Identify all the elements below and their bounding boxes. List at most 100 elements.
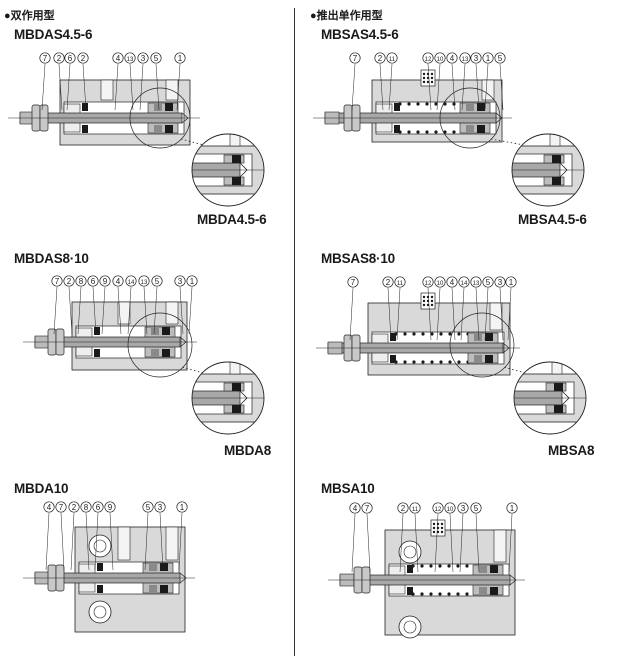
piston-seal <box>477 125 485 133</box>
detail-port <box>549 134 561 147</box>
callout-circle <box>506 502 518 514</box>
callout-number: 4 <box>353 504 358 513</box>
callout-circle <box>112 275 124 287</box>
detail-seal <box>552 177 561 185</box>
callout-number: 9 <box>103 277 108 286</box>
spring-coil <box>430 360 434 364</box>
callout-circle <box>361 502 373 514</box>
callout-leader <box>507 287 512 341</box>
spring-coil <box>429 564 433 568</box>
callout-number: 10 <box>437 57 444 63</box>
magnet <box>151 328 159 335</box>
rod-seal <box>394 103 400 111</box>
spring-coil <box>421 360 425 364</box>
callout-leader <box>351 63 356 111</box>
callout-number: 7 <box>353 54 358 63</box>
callout-number: 13 <box>462 57 469 63</box>
callout-number: 7 <box>55 277 60 286</box>
filter-mesh <box>422 295 426 299</box>
callout-leader <box>351 513 356 573</box>
rod-seal <box>390 333 396 341</box>
spring-coil <box>416 102 420 106</box>
piston-seal <box>490 565 498 573</box>
port <box>165 79 179 101</box>
callout-number: 3 <box>141 54 146 63</box>
piston-seal <box>160 563 168 571</box>
callout-leader <box>53 286 58 335</box>
piston-seal <box>490 587 498 595</box>
magnet <box>154 104 162 111</box>
filter-mesh <box>422 80 426 84</box>
filter-mesh <box>430 295 434 299</box>
zoom-circle <box>449 312 515 378</box>
zoom-circle <box>127 312 193 378</box>
callout-circle <box>39 52 51 64</box>
spring-coil <box>447 592 451 596</box>
detail-circle <box>191 133 265 207</box>
spring-coil <box>447 564 451 568</box>
spring-coil <box>457 332 461 336</box>
callout-leader <box>499 63 504 111</box>
callout-circle <box>176 501 188 513</box>
rod-seal <box>407 565 413 573</box>
callout-leader <box>129 63 134 111</box>
callout-leader <box>460 287 465 341</box>
callout-circle <box>374 52 386 64</box>
callout-number: 5 <box>486 278 491 287</box>
callout-number: 3 <box>178 277 183 286</box>
magnet <box>479 566 487 573</box>
callout-number: 7 <box>43 54 48 63</box>
rod-seal <box>82 103 88 111</box>
port <box>100 79 114 101</box>
callout-leader <box>475 287 480 341</box>
callout-circle <box>444 502 456 514</box>
callout-circle <box>104 501 116 513</box>
callout-number: 13 <box>127 57 134 63</box>
callout-circle <box>386 52 398 64</box>
magnet <box>149 585 157 592</box>
callout-number: 10 <box>437 281 444 287</box>
detail-view <box>192 134 264 206</box>
single-acting-heading: ●推出单作用型 <box>310 10 383 22</box>
model-title-mbdas8-10: MBDAS8·10 <box>14 251 89 266</box>
port <box>493 529 507 563</box>
piston-seal <box>165 125 173 133</box>
callout-leader <box>451 287 456 341</box>
piston-seal <box>485 355 493 363</box>
port <box>117 301 131 325</box>
callout-circle <box>186 275 198 287</box>
callout-leader <box>92 286 97 335</box>
filter-mesh <box>422 76 426 80</box>
callout-leader <box>499 287 504 341</box>
piston-seal <box>160 585 168 593</box>
model-title-mbsa10: MBSA10 <box>321 481 375 496</box>
rod-seal <box>407 587 413 595</box>
callout-number: 4 <box>450 54 455 63</box>
callout-circle <box>75 275 87 287</box>
filter-mesh <box>436 522 440 526</box>
filter-mesh <box>440 530 444 534</box>
callout-circle <box>92 501 104 513</box>
filter-mesh <box>426 295 430 299</box>
rod-seal <box>97 563 103 571</box>
callout-circle <box>434 276 446 288</box>
callout-leader <box>436 63 441 111</box>
callout-leader <box>94 512 99 571</box>
callout-circle <box>394 276 406 288</box>
callout-circle <box>494 52 506 64</box>
rod-seal <box>82 125 88 133</box>
callout-number: 4 <box>116 277 121 286</box>
callout-leader <box>349 287 354 341</box>
callout-number: 5 <box>155 277 160 286</box>
callout-number: 8 <box>79 277 84 286</box>
callout-number: 2 <box>386 278 391 287</box>
callout-number: 4 <box>450 278 455 287</box>
detail-view <box>512 134 584 206</box>
model-title-mbsas4-5-6: MBSAS4.5-6 <box>321 27 399 42</box>
callout-circle <box>482 52 494 64</box>
zoom-circle <box>129 87 191 149</box>
column-divider <box>294 8 295 656</box>
spring-coil <box>434 102 438 106</box>
